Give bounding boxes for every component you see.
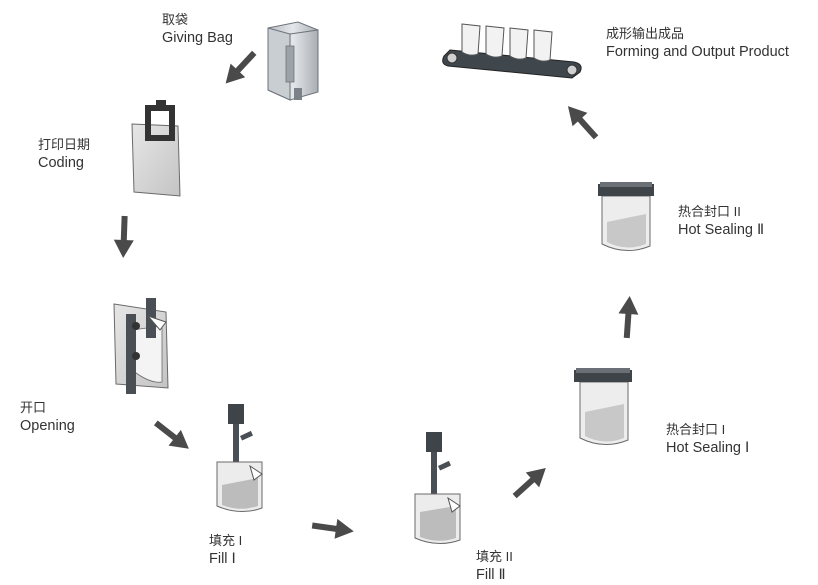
step-label-en: Fill Ⅱ [476,567,506,583]
step-label-en: Giving Bag [162,30,233,46]
step-label-fill-2: 填充 II Fill Ⅱ [476,547,513,585]
step-label-zh: 热合封口 I [666,422,726,437]
arrow-icon [113,215,134,258]
coding-bag-icon [131,100,181,197]
arrow-icon [567,106,599,140]
step-label-zh: 打印日期 [38,137,91,152]
step-label-zh: 成形输出成品 [606,26,685,41]
opening-bag-icon [113,298,169,394]
step-label-hot-sealing-2: 热合封口 II Hot Sealing Ⅱ [678,202,764,240]
step-label-en: Hot Sealing Ⅰ [666,440,750,456]
step-label-en: Forming and Output Product [606,44,789,60]
step-label-en: Fill Ⅰ [209,551,236,567]
heat-sealer-icon [574,368,632,445]
step-label-output: 成形输出成品 Forming and Output Product [606,24,789,62]
step-label-zh: 热合封口 II [678,204,741,219]
step-label-zh: 取袋 [162,12,189,27]
conveyor-icon [442,23,582,79]
step-label-en: Opening [20,418,75,434]
step-label-coding: 打印日期 Coding [38,135,90,173]
arrow-icon [225,50,257,84]
arrow-icon [311,518,354,539]
bag-holder-icon [267,21,319,101]
step-label-zh: 填充 I [209,533,243,548]
step-label-opening: 开口 Opening [20,398,75,436]
step-label-giving-bag: 取袋 Giving Bag [162,10,233,48]
step-label-en: Coding [38,155,84,171]
flow-arrows [113,50,639,539]
step-label-zh: 开口 [20,400,47,415]
arrow-icon [153,420,189,449]
arrow-icon [618,296,639,339]
step-label-zh: 填充 II [476,549,513,564]
step-label-en: Hot Sealing Ⅱ [678,222,765,238]
filling-nozzle-icon [414,432,461,544]
step-label-fill-1: 填充 I Fill Ⅰ [209,531,242,569]
arrow-icon [512,467,546,499]
filling-nozzle-icon [216,404,263,512]
heat-sealer-icon [598,182,654,251]
step-label-hot-sealing-1: 热合封口 I Hot Sealing Ⅰ [666,420,749,458]
